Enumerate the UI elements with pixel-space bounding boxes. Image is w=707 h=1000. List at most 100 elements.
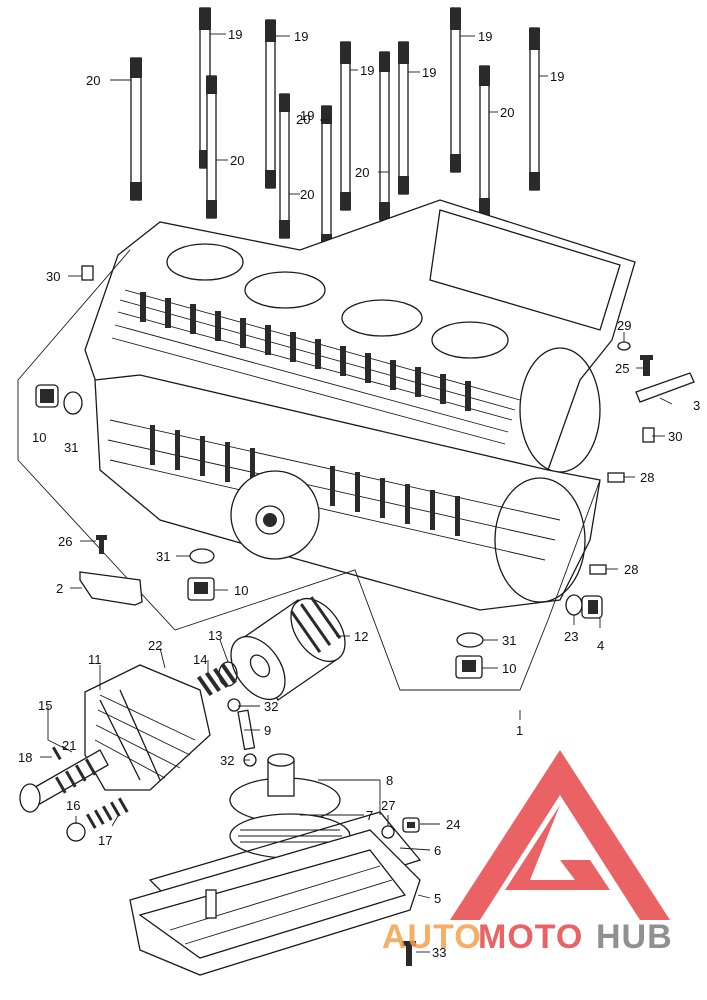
callout-6: 6 <box>434 843 441 858</box>
callout-4: 4 <box>597 638 604 653</box>
stud-bolt-20a <box>130 57 142 201</box>
assembly-boundary <box>17 249 601 691</box>
callout-7: 7 <box>366 808 373 823</box>
callout-25: 25 <box>615 361 629 376</box>
callout-20: 20 <box>296 112 310 127</box>
callout-19: 19 <box>228 27 242 42</box>
callout-16: 16 <box>66 798 80 813</box>
callout-3: 3 <box>693 398 700 413</box>
dowel-pin-30a <box>81 265 94 281</box>
callout-19: 19 <box>422 65 436 80</box>
automotohub-watermark: AUTO MOTO HUB <box>382 750 673 956</box>
o-ring-23 <box>565 594 583 616</box>
stud-bolt-19e <box>450 7 461 173</box>
callout-19: 19 <box>550 69 564 84</box>
stud-bolt-19c <box>340 41 351 211</box>
bolt-33 <box>402 941 416 966</box>
washer-16 <box>66 822 86 842</box>
callout-12: 12 <box>354 629 368 644</box>
callout-10: 10 <box>32 430 46 445</box>
pin-18 <box>52 746 62 761</box>
callout-20: 20 <box>86 73 100 88</box>
leader-lines <box>40 33 673 953</box>
stud-bolt-19f <box>529 27 540 191</box>
callout-30: 30 <box>46 269 60 284</box>
o-ring-32a <box>227 698 241 712</box>
oil-pan-5 <box>129 829 421 976</box>
callout-26: 26 <box>58 534 72 549</box>
callout-19: 19 <box>294 29 308 44</box>
callout-9: 9 <box>264 723 271 738</box>
plug-4 <box>581 595 603 619</box>
o-ring-31a <box>63 391 83 415</box>
callout-28: 28 <box>624 562 638 577</box>
watermark-text-moto: MOTO <box>478 918 583 956</box>
stud-bolts <box>130 7 540 253</box>
drain-bolt-10c <box>455 655 483 679</box>
bracket-2 <box>79 571 143 606</box>
stud-bolt-20d <box>321 105 332 253</box>
callout-33: 33 <box>432 945 446 960</box>
oil-strainer-8 <box>229 753 341 823</box>
cover-plate-3 <box>635 372 695 403</box>
callout-20: 20 <box>230 153 244 168</box>
callout-11: 11 <box>88 652 102 667</box>
screw-25 <box>640 355 653 376</box>
callout-24: 24 <box>446 817 460 832</box>
stud-bolt-19d <box>398 41 409 195</box>
dowel-pin-28b <box>589 564 607 575</box>
crankcase-lower <box>94 374 601 611</box>
callout-31: 31 <box>502 633 516 648</box>
callout-labels: 19 19 19 19 19 19 19 20 20 20 20 20 20 2… <box>18 27 700 960</box>
callout-19: 19 <box>478 29 492 44</box>
callout-14: 14 <box>193 652 207 667</box>
callout-8: 8 <box>386 773 393 788</box>
callout-23: 23 <box>564 629 578 644</box>
callout-32: 32 <box>264 699 278 714</box>
callout-31: 31 <box>64 440 78 455</box>
callout-10: 10 <box>502 661 516 676</box>
bolt-24 <box>402 817 420 833</box>
o-ring-29 <box>617 341 631 351</box>
callout-20: 20 <box>300 187 314 202</box>
spring-14 <box>196 663 237 697</box>
watermark-text-hub: HUB <box>596 918 673 956</box>
callout-21: 21 <box>62 738 76 753</box>
callout-29: 29 <box>617 318 631 333</box>
callout-20: 20 <box>355 165 369 180</box>
callout-19: 19 <box>360 63 374 78</box>
dowel-pin-28a <box>607 472 625 483</box>
callout-15: 15 <box>38 698 52 713</box>
drain-bolt-10b <box>187 577 215 601</box>
o-ring-31b <box>189 548 215 564</box>
dowel-pin-30b <box>642 427 655 443</box>
callout-18: 18 <box>18 750 32 765</box>
callout-1: 1 <box>516 723 523 738</box>
washer-27 <box>381 825 395 839</box>
o-ring-31c <box>456 632 484 648</box>
callout-32: 32 <box>220 753 234 768</box>
callout-30: 30 <box>668 429 682 444</box>
callout-5: 5 <box>434 891 441 906</box>
oil-filter-12 <box>230 596 346 701</box>
callout-31: 31 <box>156 549 170 564</box>
stud-bolt-20e <box>379 51 390 221</box>
screw-26 <box>96 535 107 554</box>
callout-20: 20 <box>500 105 514 120</box>
stud-bolt-20b <box>206 75 217 219</box>
filter-cover-11 <box>84 664 211 791</box>
stud-bolt-20f <box>479 65 490 217</box>
stud-bolt-20c <box>279 93 290 239</box>
callout-19: 19 <box>300 108 314 123</box>
callout-28: 28 <box>640 470 654 485</box>
stud-bolt-19b <box>265 19 276 189</box>
filter-bolt-15 <box>19 749 109 813</box>
callout-22: 22 <box>148 638 162 653</box>
callout-17: 17 <box>98 833 112 848</box>
callout-27: 27 <box>381 798 395 813</box>
watermark-logo-icon <box>450 750 670 920</box>
callout-13: 13 <box>208 628 222 643</box>
drain-bolt-10a <box>35 384 59 408</box>
watermark-text-auto: AUTO <box>382 918 482 956</box>
